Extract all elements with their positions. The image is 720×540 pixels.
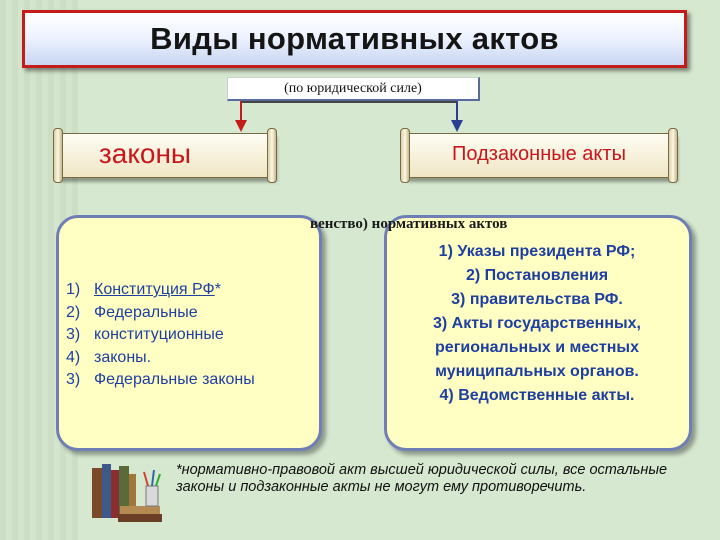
- list-item: 3) правительства РФ.: [384, 288, 690, 312]
- arrow-down-left-icon: [235, 120, 247, 132]
- title-banner: Виды нормативных актов: [22, 10, 687, 68]
- footnote: *нормативно-правовой акт высшей юридичес…: [176, 462, 676, 496]
- connector-horizontal: [240, 101, 458, 103]
- list-item: 3)конституционные: [66, 324, 255, 347]
- books-icon: [90, 460, 164, 524]
- list-item: муниципальных органов.: [384, 360, 690, 384]
- list-item: 3)Федеральные законы: [66, 369, 255, 392]
- list-item: 4) Ведомственные акты.: [384, 384, 690, 408]
- list-item: 1) Указы президента РФ;: [384, 240, 690, 264]
- hierarchy-caption: венство) нормативных актов: [310, 216, 507, 233]
- list-item: 4)законы.: [66, 347, 255, 370]
- list-item: 1)Конституция РФ*: [66, 279, 255, 302]
- laws-list: 1)Конституция РФ* 2)Федеральные 3)консти…: [66, 279, 255, 392]
- bylaws-list: 1) Указы президента РФ; 2) Постановления…: [384, 240, 690, 408]
- connector-right-line: [456, 101, 458, 121]
- list-item: 3) Акты государственных,: [384, 312, 690, 336]
- laws-scroll: законы: [57, 133, 273, 178]
- laws-label: законы: [99, 138, 191, 170]
- subtitle-box: (по юридической силе): [227, 77, 480, 101]
- list-item: региональных и местных: [384, 336, 690, 360]
- list-item: 2) Постановления: [384, 264, 690, 288]
- subtitle: (по юридической силе): [284, 81, 422, 97]
- bylaws-scroll: Подзаконные акты: [404, 133, 674, 178]
- page-title: Виды нормативных актов: [150, 21, 559, 57]
- list-item: 2)Федеральные: [66, 302, 255, 325]
- bylaws-label: Подзаконные акты: [452, 143, 626, 166]
- connector-left-line: [240, 101, 242, 121]
- arrow-down-right-icon: [451, 120, 463, 132]
